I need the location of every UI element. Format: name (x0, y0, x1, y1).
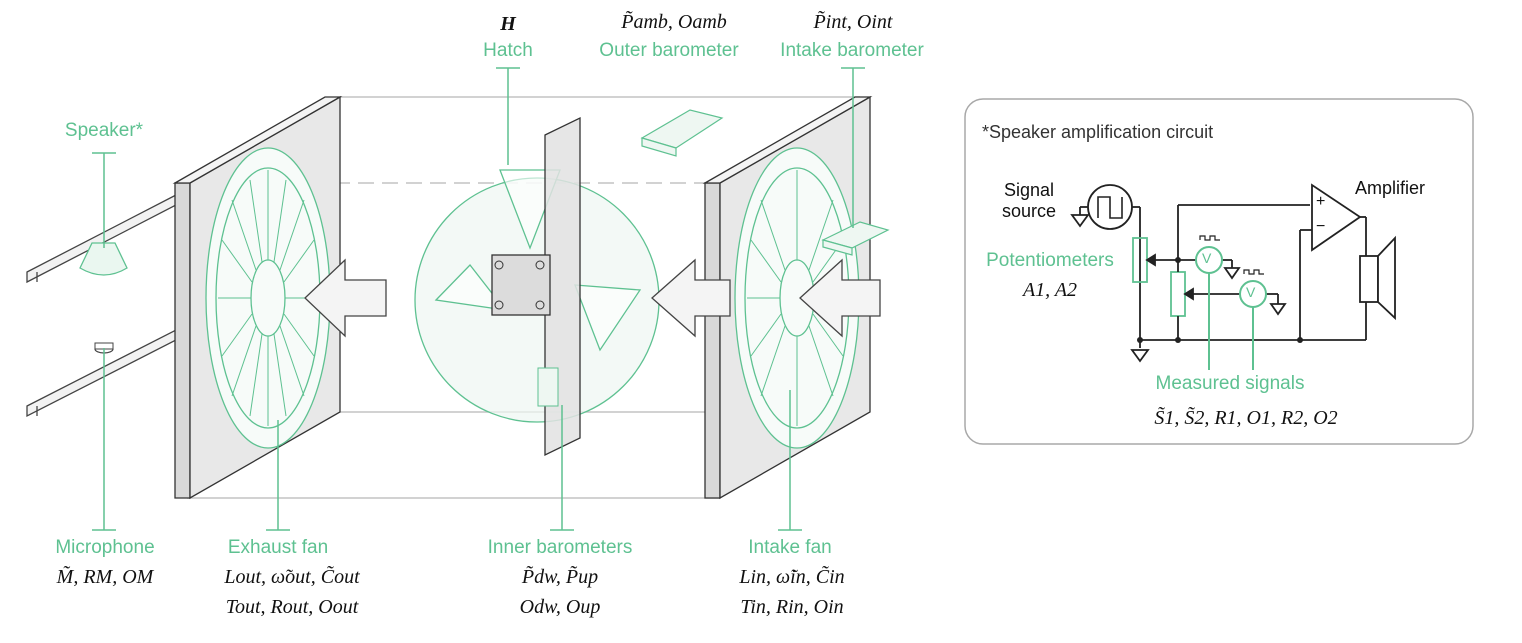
intake-fan-symbol-1: Lin, ω̃in, C̃in (739, 566, 845, 588)
inner-barometers-label: Inner barometers (487, 537, 633, 558)
measured-signals-label: Measured signals (1155, 373, 1305, 394)
exhaust-fan-symbol-2: Tout, Rout, Oout (225, 596, 359, 618)
inner-barometers-symbol-1: P̃dw, P̃up (521, 566, 599, 588)
microphone-label: Microphone (55, 537, 155, 558)
airflow-arrow-middle (651, 258, 731, 338)
measured-signals-symbol: S̃1, S̃2, R1, O1, R2, O2 (1154, 407, 1338, 429)
signal-source-label: Signal source (985, 180, 1073, 222)
inner-barometers-symbol-2: Odw, Oup (519, 596, 601, 618)
circuit-panel (964, 98, 1474, 445)
intake-barometer-symbol: P̃int, Oint (813, 11, 893, 33)
hatch-symbol: H (500, 13, 516, 35)
exhaust-fan-symbol-1: Lout, ω̃out, C̃out (224, 566, 360, 588)
microphone-symbol: M̃, RM, OM (56, 566, 154, 588)
outer-barometer-shape (640, 109, 724, 157)
intake-barometer-label: Intake barometer (780, 40, 924, 61)
outer-barometer-label: Outer barometer (599, 40, 739, 61)
voltmeter-1-glyph: V (1202, 250, 1212, 266)
airflow-arrow-exhaust (304, 258, 387, 338)
speaker-shape (79, 242, 128, 276)
hatch-label: Hatch (483, 40, 533, 61)
speaker-symbol (1359, 255, 1379, 303)
outer-barometer-symbol: P̃amb, Oamb (621, 11, 727, 33)
speaker-label: Speaker* (64, 120, 144, 141)
potentiometers-symbol: A1, A2 (1022, 279, 1078, 301)
intake-barometer-shape (821, 221, 890, 256)
amplifier-minus: − (1316, 218, 1326, 235)
signal-source-line-2: source (1001, 201, 1057, 221)
voltmeter-2-glyph: V (1246, 284, 1256, 300)
inner-barometer-board (491, 116, 581, 457)
airflow-arrow-intake (799, 258, 881, 338)
airflow-arrows (304, 258, 881, 338)
potentiometers-label: Potentiometers (986, 250, 1114, 271)
intake-fan-symbol-2: Tin, Rin, Oin (740, 596, 844, 618)
amplifier-plus: + (1316, 193, 1326, 210)
signal-source-line-1: Signal (1003, 180, 1055, 200)
exhaust-fan-shape (205, 147, 331, 449)
circuit-title: *Speaker amplification circuit (982, 122, 1214, 142)
exhaust-fan-label: Exhaust fan (227, 537, 329, 558)
amplifier-label: Amplifier (1355, 178, 1426, 198)
amplifier-symbol (1311, 183, 1362, 252)
intake-fan-label: Intake fan (748, 537, 832, 558)
leader-lines (92, 67, 865, 531)
intake-fan-shape (734, 147, 860, 449)
